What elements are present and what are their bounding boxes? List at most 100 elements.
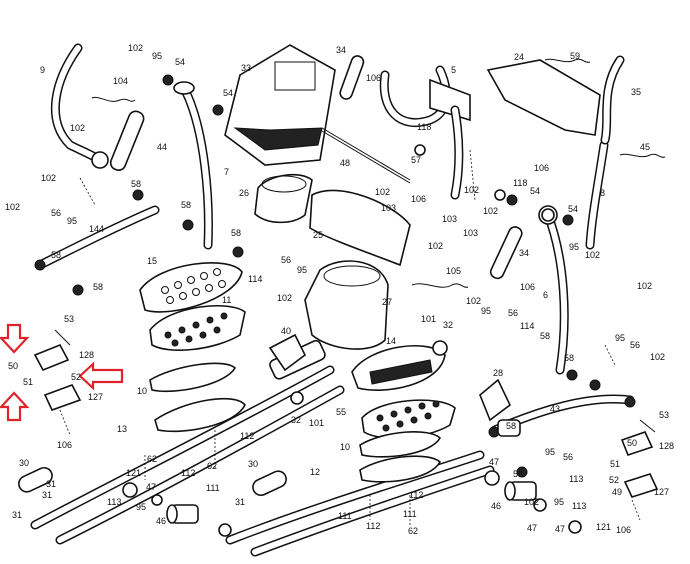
part-label: 121 (126, 468, 141, 478)
part-label: 45 (640, 142, 650, 152)
part-label: 52 (609, 475, 619, 485)
part-label: 103 (381, 203, 396, 213)
upright-post-7 (173, 81, 213, 250)
part-label: 59 (570, 51, 580, 61)
part-label: 55 (336, 407, 346, 417)
part-label: 47 (489, 457, 499, 467)
part-label: 7 (224, 167, 229, 177)
part-label: 31 (46, 479, 56, 489)
part-label: 15 (147, 256, 157, 266)
part-label: 112 (409, 490, 423, 500)
rollers-46 (166, 419, 537, 524)
part-label: 6 (543, 290, 548, 300)
part-label: 56 (563, 452, 573, 462)
leader-lines (79, 149, 616, 525)
handle-grip-44 (109, 110, 145, 171)
part-label: 31 (12, 510, 22, 520)
crossbar-24 (486, 59, 601, 136)
part-label: 102 (524, 497, 539, 507)
part-label: 106 (520, 282, 535, 292)
arrow-down-left-top (0, 323, 30, 354)
part-label: 48 (340, 158, 350, 168)
part-label: 95 (569, 242, 579, 252)
part-label: 33 (241, 63, 251, 73)
part-label: 102 (277, 293, 292, 303)
part-label: 103 (442, 214, 457, 224)
part-label: 62 (147, 454, 157, 464)
part-label: 58 (564, 353, 574, 363)
part-label: 50 (627, 438, 637, 448)
part-label: 102 (637, 281, 652, 291)
part-label: 113 (569, 474, 583, 484)
part-label: 56 (281, 255, 291, 265)
part-label: 44 (157, 142, 167, 152)
part-label: 46 (491, 501, 501, 511)
part-label: 26 (239, 188, 249, 198)
shroud-25 (309, 189, 411, 267)
part-label: 102 (128, 43, 143, 53)
part-label: 111 (403, 509, 417, 519)
part-label: 51 (23, 377, 33, 387)
part-label: 95 (545, 447, 555, 457)
part-label: 25 (313, 230, 323, 240)
part-label: 95 (152, 51, 162, 61)
part-label: 10 (340, 442, 350, 452)
part-label: 102 (5, 202, 20, 212)
part-label: 8 (600, 188, 605, 198)
part-label: 101 (309, 418, 324, 428)
frame-rail-13 (30, 339, 345, 545)
part-label: 12 (310, 467, 320, 477)
pedal-arm-144 (35, 205, 160, 270)
part-label: 111 (206, 483, 220, 493)
part-label: 102 (483, 206, 498, 216)
part-label: 127 (88, 392, 103, 402)
part-label: 102 (428, 241, 443, 251)
brackets-40-28 (268, 333, 512, 422)
part-label: 58 (506, 421, 516, 431)
part-label: 101 (421, 314, 436, 324)
part-label: 112 (366, 521, 380, 531)
part-label: 51 (610, 459, 620, 469)
pivot-assembly-left (33, 329, 82, 436)
part-label: 30 (19, 458, 29, 468)
part-label: 102 (70, 123, 85, 133)
pedal-15 (139, 262, 243, 313)
part-label: 106 (616, 525, 631, 535)
bushings-and-washers (34, 74, 636, 537)
part-label: 111 (338, 511, 352, 521)
part-label: 95 (297, 265, 307, 275)
part-labels: 9 102 95 54 104 33 34 106 5 24 59 35 102… (5, 43, 674, 536)
part-label: 47 (527, 523, 537, 533)
shroud-27 (304, 260, 389, 350)
upright-post-8 (585, 140, 609, 250)
part-label: 50 (8, 361, 18, 371)
part-label: 121 (596, 522, 611, 532)
part-label: 103 (463, 228, 478, 238)
part-label: 113 (572, 501, 586, 511)
part-label: 35 (631, 87, 641, 97)
part-label: 128 (659, 441, 674, 451)
part-label: 58 (540, 331, 550, 341)
part-label: 105 (446, 266, 461, 276)
part-label: 58 (513, 469, 523, 479)
part-label: 54 (223, 88, 233, 98)
part-label: 62 (408, 526, 418, 536)
part-label: 113 (107, 497, 121, 507)
part-label: 5 (451, 65, 456, 75)
part-label: 54 (530, 186, 540, 196)
part-label: 102 (466, 296, 481, 306)
console-33 (224, 44, 336, 166)
part-label: 10 (137, 386, 147, 396)
part-label: 102 (650, 352, 665, 362)
part-label: 56 (51, 208, 61, 218)
part-label: 106 (57, 440, 72, 450)
part-label: 112 (181, 468, 195, 478)
part-label: 118 (417, 122, 431, 132)
part-label: 40 (281, 326, 291, 336)
part-label: 58 (93, 282, 103, 292)
part-label: 30 (248, 459, 258, 469)
part-label: 9 (40, 65, 45, 75)
part-label: 54 (568, 204, 578, 214)
pivot-assembly-right (620, 419, 659, 521)
